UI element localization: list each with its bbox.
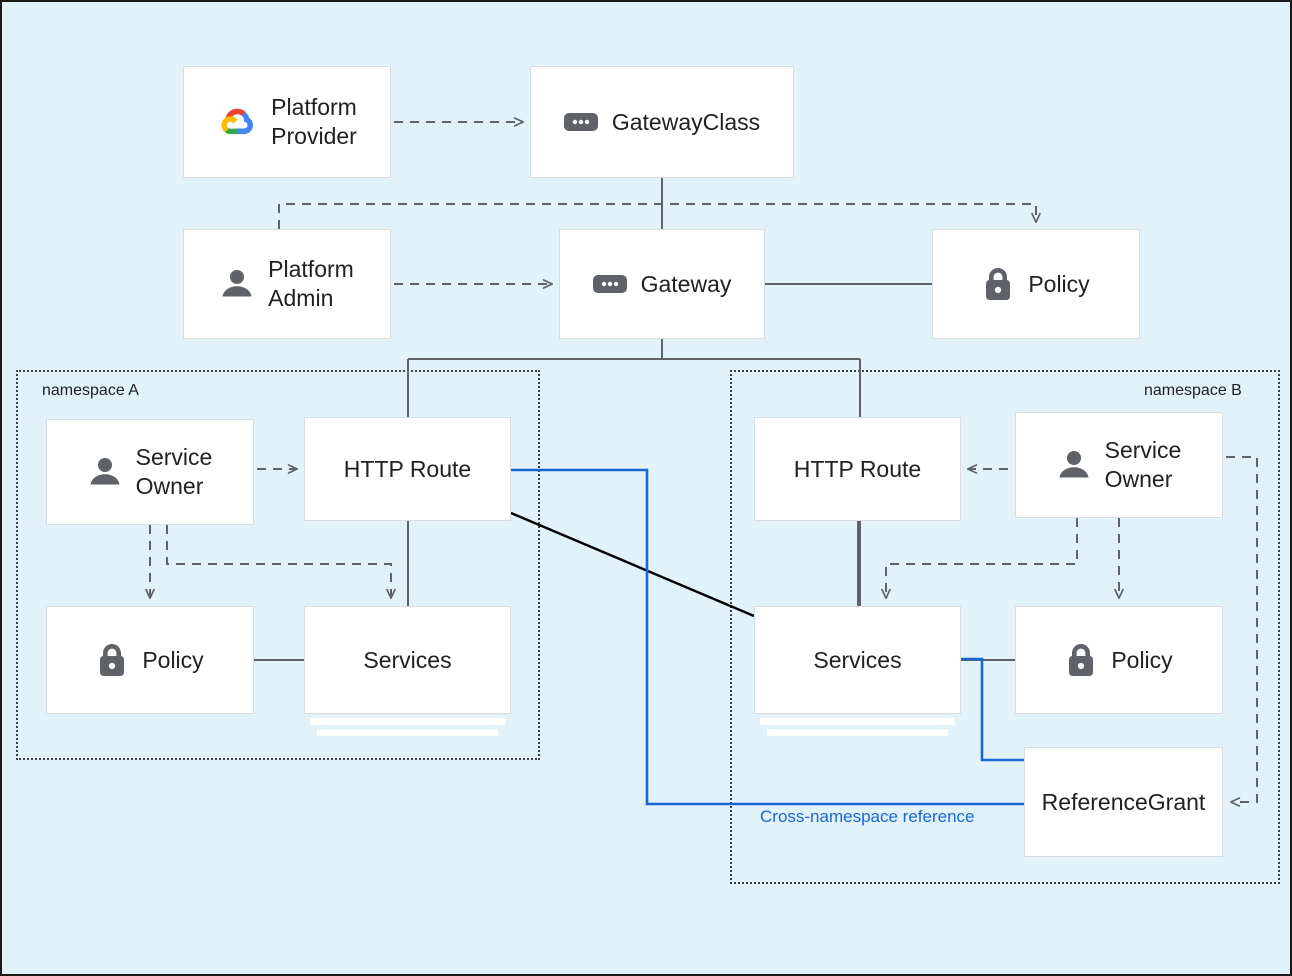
node-policy-b[interactable]: Policy bbox=[1015, 606, 1223, 714]
lock-icon bbox=[1069, 644, 1094, 676]
lock-icon bbox=[986, 268, 1011, 300]
node-services-a[interactable]: Services bbox=[304, 606, 511, 714]
node-label-http-route-b: HTTP Route bbox=[793, 455, 922, 482]
gateway-icon bbox=[592, 275, 627, 293]
stack-bar-services-b-2 bbox=[767, 729, 948, 736]
google-cloud-icon bbox=[221, 108, 254, 135]
namespace-label-ns-a: namespace A bbox=[42, 382, 139, 399]
lock-icon bbox=[100, 644, 125, 676]
person-icon bbox=[222, 270, 252, 297]
node-label-http-route-a: HTTP Route bbox=[343, 455, 472, 482]
cross-namespace-edges bbox=[511, 468, 1024, 806]
node-policy-top[interactable]: Policy bbox=[932, 229, 1140, 339]
node-label-reference-grant: ReferenceGrant bbox=[1041, 788, 1206, 815]
person-icon bbox=[1059, 451, 1089, 478]
stack-bar-services-a-2 bbox=[317, 729, 498, 736]
node-label-gateway: Gateway bbox=[640, 270, 732, 297]
node-label-service-owner-b: Service Owner bbox=[1104, 437, 1182, 492]
node-label-platform-provider: Platform Provider bbox=[271, 94, 357, 149]
edge-service-owner-b-to-services-b bbox=[881, 518, 1078, 600]
node-label-services-b: Services bbox=[813, 646, 902, 673]
edge-admin-to-policy-top bbox=[278, 203, 1041, 229]
namespace-label-ns-b: namespace B bbox=[1144, 382, 1242, 399]
node-service-owner-a[interactable]: Service Owner bbox=[46, 419, 254, 525]
node-label-policy-a: Policy bbox=[142, 646, 204, 673]
node-http-route-b[interactable]: HTTP Route bbox=[754, 417, 961, 521]
node-gatewayclass[interactable]: GatewayClass bbox=[530, 66, 794, 178]
gateway-icon bbox=[563, 113, 598, 131]
node-label-policy-top: Policy bbox=[1028, 270, 1090, 297]
node-http-route-a[interactable]: HTTP Route bbox=[304, 417, 511, 521]
node-platform-provider[interactable]: Platform Provider bbox=[183, 66, 391, 178]
namespace-box-ns-a bbox=[16, 370, 540, 760]
person-icon bbox=[90, 458, 120, 485]
node-label-platform-admin: Platform Admin bbox=[268, 256, 354, 311]
stack-bar-services-b-1 bbox=[760, 718, 955, 725]
node-label-service-owner-a: Service Owner bbox=[135, 444, 213, 499]
edge-gateway-to-http-routes bbox=[407, 339, 861, 606]
node-services-b[interactable]: Services bbox=[754, 606, 961, 714]
edge-service-owner-a-to-services-a bbox=[166, 525, 396, 600]
namespace-box-ns-b bbox=[730, 370, 1280, 884]
edge-http-route-a-to-reference-grant bbox=[511, 468, 1024, 806]
node-gateway[interactable]: Gateway bbox=[559, 229, 765, 339]
node-service-owner-b[interactable]: Service Owner bbox=[1015, 412, 1223, 518]
node-label-policy-b: Policy bbox=[1111, 646, 1173, 673]
node-policy-a[interactable]: Policy bbox=[46, 606, 254, 714]
node-platform-admin[interactable]: Platform Admin bbox=[183, 229, 391, 339]
node-label-gatewayclass: GatewayClass bbox=[611, 108, 761, 135]
edge-service-owner-b-to-reference-grant bbox=[1226, 456, 1258, 807]
edge-services-b-to-reference-grant bbox=[961, 657, 1024, 762]
node-label-services-a: Services bbox=[363, 646, 452, 673]
annotation-cross-namespace-reference: Cross-namespace reference bbox=[760, 807, 975, 826]
edge-http-route-a-to-services-b bbox=[510, 511, 755, 618]
stack-bar-services-a-1 bbox=[310, 718, 505, 725]
node-reference-grant[interactable]: ReferenceGrant bbox=[1024, 747, 1223, 857]
